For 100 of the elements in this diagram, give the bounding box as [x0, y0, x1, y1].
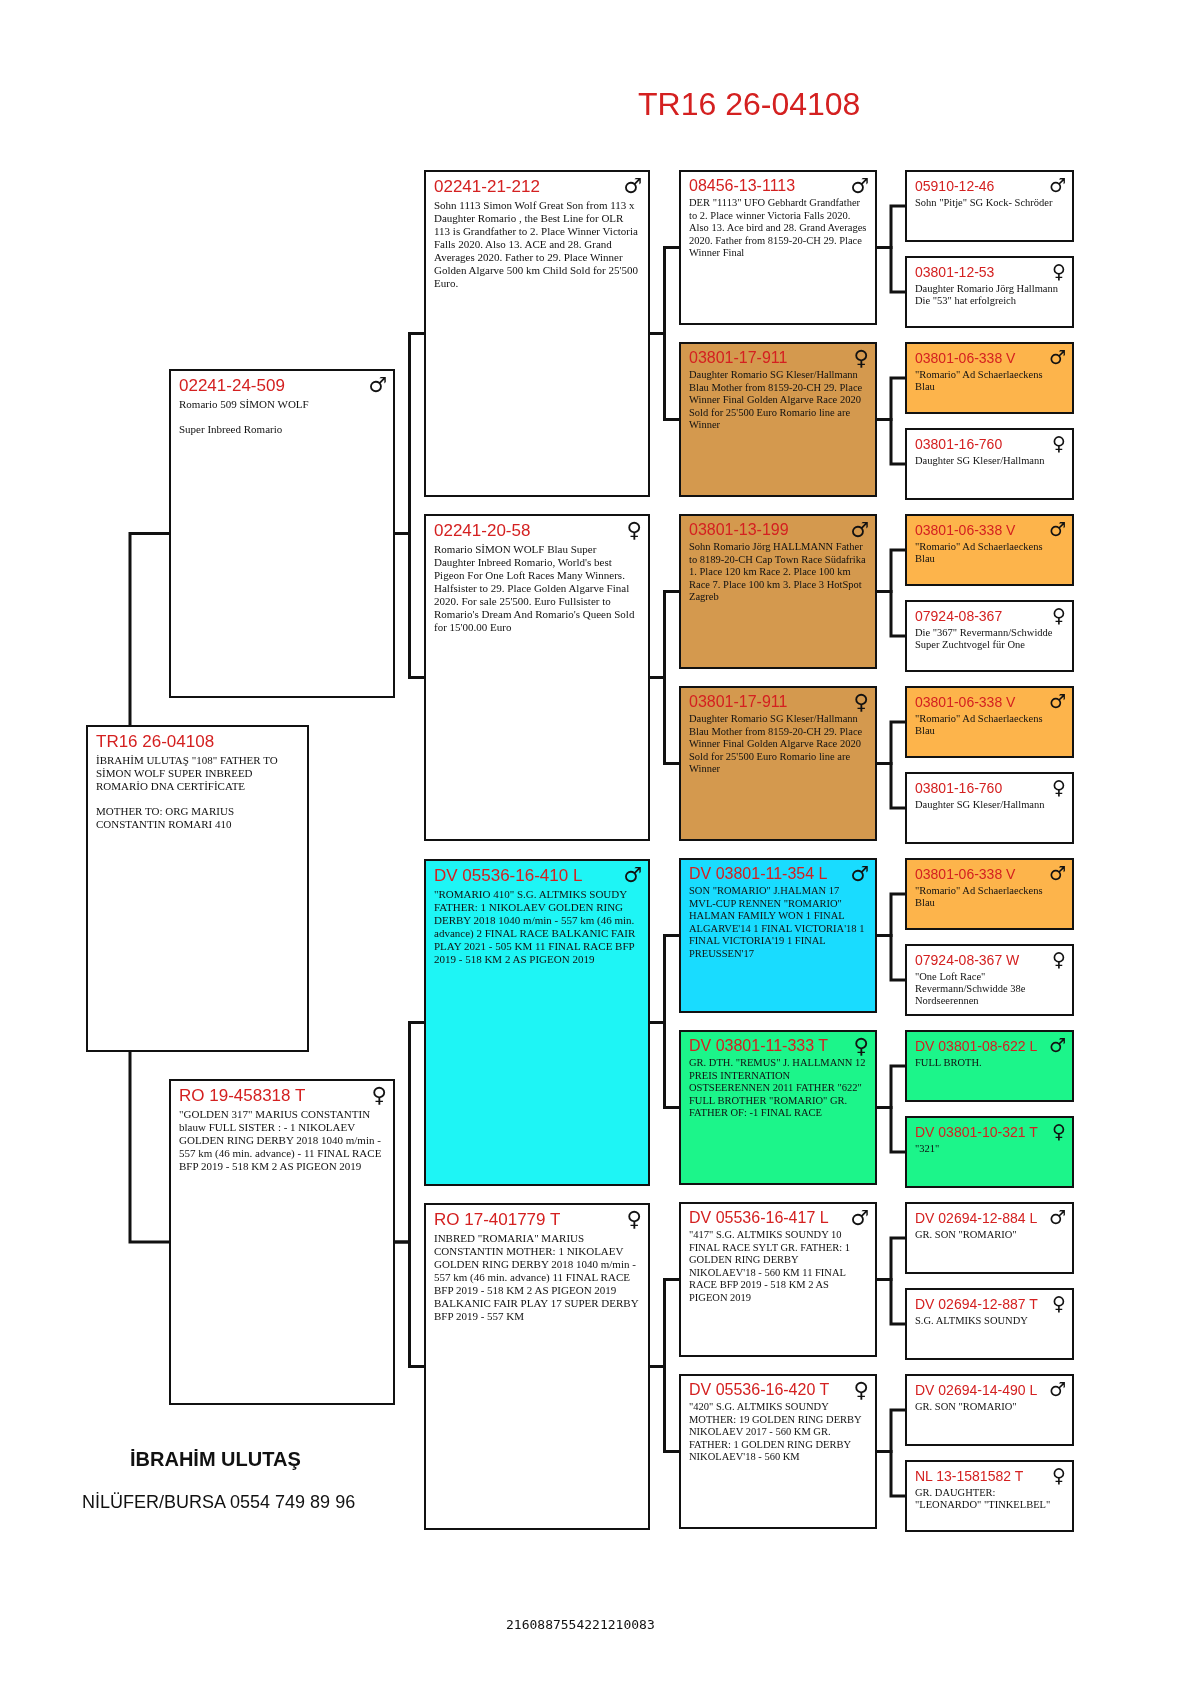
- pigeon-details: Daughter SG Kleser/Hallmann: [915, 799, 1046, 811]
- pedigree-card: [905, 256, 1074, 328]
- ring-number: 02241-21-212: [434, 177, 541, 197]
- sex-symbol: ♀: [1052, 432, 1066, 454]
- ring-number: 03801-06-338 V: [915, 522, 1017, 538]
- sex-symbol: ♂: [1048, 346, 1066, 368]
- ring-number: DV 03801-08-622 L: [915, 1038, 1039, 1054]
- pedigree-card: [424, 514, 650, 841]
- ring-number: DV 05536-16-420 T: [689, 1381, 831, 1399]
- pigeon-details: "Romario" Ad Schaerlaeckens Blau: [915, 713, 1044, 737]
- sex-symbol: ♀: [853, 346, 869, 370]
- sex-symbol: ♀: [1052, 1120, 1066, 1142]
- pigeon-details: GR. DAUGHTER: "LEONARDO" "TINKELBEL": [915, 1487, 1052, 1511]
- sex-symbol: ♀: [1052, 1464, 1066, 1486]
- sex-symbol: ♂: [623, 174, 642, 198]
- pedigree-card: [905, 944, 1074, 1016]
- pedigree-card: [679, 858, 877, 1013]
- sex-symbol: ♂: [850, 1206, 869, 1230]
- pedigree-card: [905, 1288, 1074, 1360]
- ring-number: 03801-12-53: [915, 264, 996, 280]
- sex-symbol: ♂: [1048, 862, 1066, 884]
- connector-line: [877, 246, 905, 294]
- ring-number: 03801-17-911: [689, 349, 789, 367]
- pigeon-details: "ROMARIO 410" S.G. ALTMIKS SOUDY FATHER: 1 NIKOLAEV GOLDEN RING DERBY 2018 1040 m/min - 557 km (46 min. advance) 2 FINAL RACE BALKANIC FAIR PLAY 2021 - 505 KM 11 FINAL RACE BFP 2019 - 518 KM 2 AS PIGEON 2019: [434, 888, 637, 966]
- pigeon-details: Romario SİMON WOLF Blau Super Daughter Inbreed Romario, World's best Pigeon For One Loft Races Many Winners. Halfsister to 29. Place Golden Algarve Final 2020. For sale 25'500. Euro Fullsister to Romario's Dream And Romario's Queen Sold for 15'00.00 Euro: [434, 543, 636, 634]
- pedigree-card: [679, 514, 877, 669]
- ring-number: 02241-24-509: [179, 376, 286, 396]
- sex-symbol: ♀: [1052, 776, 1066, 798]
- ring-number: RO 17-401779 T: [434, 1210, 562, 1230]
- pedigree-card: [424, 859, 650, 1186]
- ring-number: RO 19-458318 T: [179, 1086, 307, 1106]
- pigeon-details: Daughter Romario SG Kleser/Hallmann Blau Mother from 8159-20-CH 29. Place Winner Final Golden Algarve Race 2020 Sold for 25'500 Euro Romario line are Winner: [689, 369, 864, 432]
- owner-name: İBRAHİM ULUTAŞ: [130, 1448, 301, 1471]
- pigeon-details: SON "ROMARIO" J.HALMAN 17 MVL-CUP RENNEN "ROMARIO" HALMAN FAMILY WON 1 FINAL ALGARVE'14 1 FINAL VICTORIA'18 1 FINAL VICTORIA'19 1 FINAL PREUSSEN'17: [689, 885, 866, 960]
- connector-line: [877, 934, 905, 982]
- sex-symbol: ♀: [1052, 604, 1066, 626]
- pigeon-details: Super Inbreed Romario: [179, 423, 284, 436]
- pedigree-card: [905, 772, 1074, 844]
- sex-symbol: ♀: [853, 1034, 869, 1058]
- sex-symbol: ♀: [1052, 260, 1066, 282]
- pigeon-details: "420" S.G. ALTMIKS SOUNDY MOTHER: 19 GOLDEN RING DERBY NIKOLAEV 2017 - 560 KM GR. FATHER: 1 GOLDEN RING DERBY NIKOLAEV'18 - 560 KM: [689, 1401, 863, 1464]
- connector-line: [650, 1021, 679, 1109]
- pedigree-card: [905, 686, 1074, 758]
- pigeon-details: GR. DTH. "REMUS" J. HALLMANN 12 PREIS INTERNATION OSTSEERENNEN 2011 FATHER "622" FULL BROTHER "ROMARIO" GR. FATHER OF: -1 FINAL RACE: [689, 1057, 867, 1120]
- ring-number: DV 05536-16-410 L: [434, 866, 584, 886]
- pigeon-details: FULL BROTH.: [915, 1057, 983, 1069]
- connector-line: [650, 332, 679, 421]
- pigeon-details: "Romario" Ad Schaerlaeckens Blau: [915, 885, 1044, 909]
- pedigree-card: [86, 725, 309, 1052]
- pigeon-details: Daughter Romario SG Kleser/Hallmann Blau Mother from 8159-20-CH 29. Place Winner Final Golden Algarve Race 2020 Sold for 25'500 Euro Romario line are Winner: [689, 713, 864, 776]
- pigeon-details: Die "367" Revermann/Schwidde Super Zuchtvogel für One: [915, 627, 1054, 651]
- pigeon-details: "417" S.G. ALTMIKS SOUNDY 10 FINAL RACE SYLT GR. FATHER: 1 GOLDEN RING DERBY NIKOLAEV'18 - 560 KM 11 FINAL RACE BFP 2019 - 518 KM 2 AS PIGEON 2019: [689, 1229, 852, 1304]
- pigeon-details: Sohn "Pitje" SG Kock- Schröder: [915, 197, 1054, 209]
- barcode-number: 2160887554221210083: [506, 1617, 655, 1632]
- connector-line: [128, 1052, 169, 1244]
- pedigree-card: [905, 428, 1074, 500]
- pedigree-card: [679, 686, 877, 841]
- sex-symbol: ♂: [623, 863, 642, 887]
- contact-line: NİLÜFER/BURSA 0554 749 89 96: [82, 1492, 356, 1513]
- pigeon-details: Daughter Romario Jörg Hallmann Die "53" hat erfolgreich: [915, 283, 1059, 307]
- sex-symbol: ♀: [1052, 948, 1066, 970]
- pedigree-card: [679, 342, 877, 497]
- pigeon-details: Sohn Romario Jörg HALLMANN Father to 8189-20-CH Cap Town Race Südafrika 1. Place 120 km Race 2. Place 100 km Race 7. Place 100 km 3. Place 3 HotSpot Zagreb: [689, 541, 867, 604]
- ring-number: TR16 26-04108: [96, 732, 215, 752]
- connector-line: [395, 532, 424, 679]
- connector-line: [650, 1365, 679, 1453]
- pedigree-card: [169, 369, 395, 698]
- ring-number: 03801-06-338 V: [915, 866, 1017, 882]
- pedigree-title: TR16 26-04108: [638, 86, 861, 123]
- pigeon-details: "321": [915, 1143, 941, 1155]
- ring-number: DV 03801-10-321 T: [915, 1124, 1039, 1140]
- connector-line: [877, 1450, 905, 1498]
- ring-number: 03801-13-199: [689, 521, 790, 539]
- pigeon-details: GR. SON "ROMARIO": [915, 1229, 1018, 1241]
- pigeon-details: "Romario" Ad Schaerlaeckens Blau: [915, 541, 1044, 565]
- ring-number: DV 03801-11-333 T: [689, 1037, 830, 1055]
- pedigree-card: [905, 600, 1074, 672]
- pigeon-details: "One Loft Race" Revermann/Schwidde 38e Nordseerennen: [915, 971, 1027, 1007]
- connector-line: [395, 1240, 424, 1368]
- ring-number: 07924-08-367: [915, 608, 1004, 624]
- pigeon-details: Sohn 1113 Simon Wolf Great Son from 113 x Daughter Romario , the Best Line for OLR 113 is Grandfather to 2. Place Winner Victoria Falls 2020. Also 13. ACE and 28. Grand Averages 2020. Father to 29. Place Winner Golden Algarve 500 km Child Sold for 25'500 Euro.: [434, 199, 639, 290]
- ring-number: DV 05536-16-417 L: [689, 1209, 830, 1227]
- pigeon-details: İBRAHİM ULUTAŞ "108" FATHER TO SİMON WOLF SUPER INBREED ROMARİO DNA CERTİFİCATE: [96, 754, 279, 793]
- sex-symbol: ♂: [850, 862, 869, 886]
- sex-symbol: ♂: [1048, 174, 1066, 196]
- sex-symbol: ♀: [626, 1207, 642, 1231]
- pedigree-card: [679, 1030, 877, 1185]
- pedigree-card: [905, 1374, 1074, 1446]
- connector-line: [650, 676, 679, 765]
- ring-number: 03801-06-338 V: [915, 694, 1017, 710]
- sex-symbol: ♂: [1048, 690, 1066, 712]
- pedigree-card: [905, 1460, 1074, 1532]
- sex-symbol: ♀: [1052, 1292, 1066, 1314]
- ring-number: 02241-20-58: [434, 521, 532, 541]
- connector-line: [877, 1106, 905, 1154]
- connector-line: [128, 532, 169, 725]
- pedigree-card: [424, 170, 650, 497]
- pedigree-card: [679, 1374, 877, 1529]
- ring-number: DV 02694-14-490 L: [915, 1382, 1039, 1398]
- ring-number: NL 13-1581582 T: [915, 1468, 1025, 1484]
